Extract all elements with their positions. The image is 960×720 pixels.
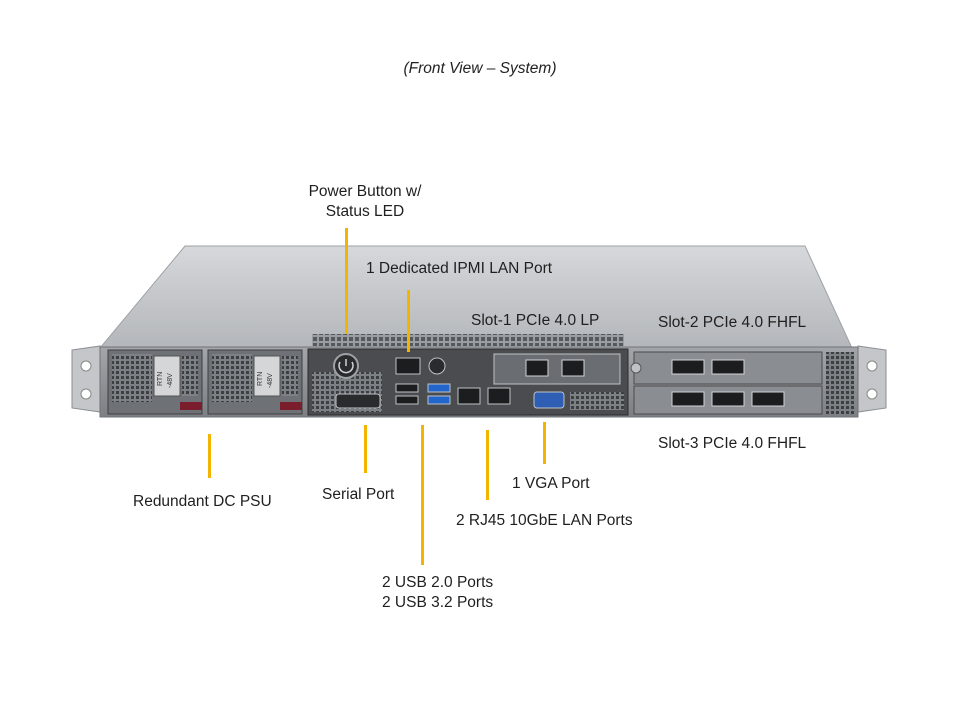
label-psu: Redundant DC PSU bbox=[133, 493, 272, 510]
label-power-button: Power Button w/ Status LED bbox=[303, 182, 427, 222]
uid-button bbox=[428, 357, 446, 375]
slot1-pcie-card bbox=[493, 353, 621, 385]
ipmi-lan-port bbox=[395, 357, 421, 375]
slot2-pcie-card bbox=[633, 351, 823, 385]
leader-psu bbox=[208, 434, 211, 478]
psu-module-2 bbox=[207, 349, 303, 415]
io-panel bbox=[307, 348, 629, 416]
label-ipmi-lan-port: 1 Dedicated IPMI LAN Port bbox=[366, 260, 553, 277]
psu1-rtn-text: RTN bbox=[157, 372, 164, 386]
label-slot3: Slot-3 PCIe 4.0 FHFL bbox=[658, 435, 807, 452]
leader-ipmi bbox=[407, 290, 410, 352]
psu1-volt-text: -48V bbox=[167, 373, 174, 388]
rj45-port-2 bbox=[487, 387, 511, 405]
label-rj45-ports: 2 RJ45 10GbE LAN Ports bbox=[456, 512, 633, 529]
label-usb-ports: 2 USB 2.0 Ports 2 USB 3.2 Ports bbox=[382, 573, 493, 613]
slot3-pcie-card bbox=[633, 385, 823, 415]
psu2-rtn-text: RTN bbox=[257, 372, 264, 386]
usb3-port-b bbox=[427, 395, 451, 405]
label-serial-port: Serial Port bbox=[322, 486, 395, 503]
label-power-button-line2: Status LED bbox=[325, 203, 405, 220]
rj45-port-1 bbox=[457, 387, 481, 405]
usb2-port-a bbox=[395, 383, 419, 393]
psu-module-1 bbox=[107, 349, 203, 415]
leader-vga bbox=[543, 422, 546, 464]
leader-rj45 bbox=[486, 430, 489, 500]
psu2-volt-text: -48V bbox=[267, 373, 274, 388]
label-vga-port: 1 VGA Port bbox=[512, 475, 590, 492]
serial-port bbox=[335, 393, 381, 409]
label-slot1: Slot-1 PCIe 4.0 LP bbox=[471, 312, 600, 329]
diagram-title: (Front View – System) bbox=[403, 60, 557, 77]
label-usb-line2: 2 USB 3.2 Ports bbox=[382, 594, 494, 611]
leader-usb bbox=[421, 425, 424, 565]
usb2-port-b bbox=[395, 395, 419, 405]
top-vent-strip bbox=[312, 334, 624, 346]
vga-port bbox=[533, 391, 565, 409]
usb3-port-a bbox=[427, 383, 451, 393]
label-usb-line1: 2 USB 2.0 Ports bbox=[382, 574, 494, 591]
label-power-button-line1: Power Button w/ bbox=[308, 183, 422, 200]
left-rack-ear bbox=[71, 345, 101, 413]
leader-serial bbox=[364, 425, 367, 473]
right-rack-ear bbox=[857, 345, 887, 413]
label-slot2: Slot-2 PCIe 4.0 FHFL bbox=[658, 314, 807, 331]
leader-power-button bbox=[345, 228, 348, 334]
